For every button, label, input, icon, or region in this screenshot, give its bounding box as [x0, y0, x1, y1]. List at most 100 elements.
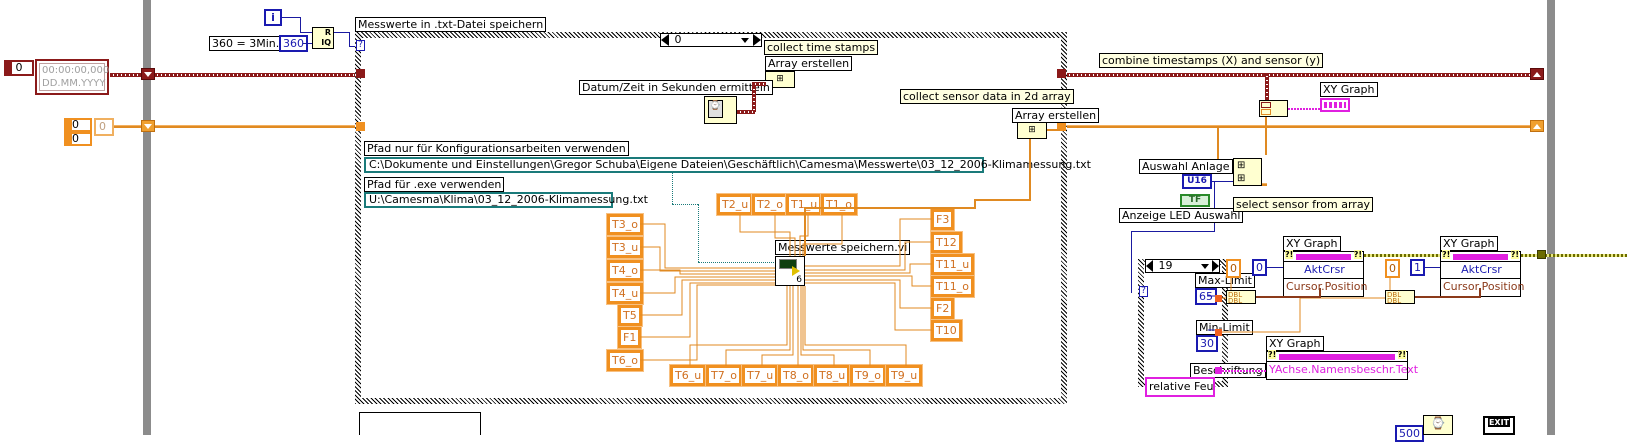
sensor-array-value[interactable]: 0 — [94, 118, 114, 136]
iteration-wire — [300, 17, 301, 32]
sensor-terminal-T3_o[interactable]: T3_o — [606, 213, 644, 236]
min-limit-constant[interactable]: 30 — [1196, 335, 1218, 352]
cursor-index-wire-2 — [1425, 267, 1442, 268]
sensor-terminal-T10[interactable]: T10 — [930, 319, 963, 342]
while-loop-left-border — [143, 0, 151, 435]
empty-label-box — [359, 412, 481, 435]
led-label: Anzeige LED Auswahl — [1119, 208, 1244, 223]
sensor-terminal-T9_o[interactable]: T9_o — [849, 364, 887, 387]
wait-constant[interactable]: 500 — [1395, 425, 1424, 442]
sensor-array-index-2[interactable]: 0 — [64, 132, 92, 146]
shift-register-left-sensor — [141, 120, 155, 132]
sensor-terminal-T8_o[interactable]: T8_o — [777, 364, 815, 387]
increment-arrow-icon[interactable] — [1212, 260, 1219, 272]
xy-graph-property-node-1[interactable]: ?!?! AktCrsr Cursor.Position — [1283, 250, 1368, 297]
sensor-terminal-T7_o[interactable]: T7_o — [705, 364, 743, 387]
sensor-terminal-F2[interactable]: F2 — [929, 297, 956, 320]
timestamp-time-display: 00:00:00,000 — [42, 65, 110, 76]
led-indicator[interactable]: TF — [1180, 194, 1210, 207]
decrement-arrow-icon[interactable] — [661, 34, 669, 46]
inner-case-selector-terminal[interactable]: ? — [1139, 286, 1148, 297]
decrement-arrow-icon[interactable] — [1146, 260, 1153, 272]
xy-graph-property-node-3[interactable]: ?!?! YAchse.Namensbeschr.Text — [1266, 350, 1419, 380]
property-cursor-position[interactable]: Cursor.Position — [1286, 280, 1368, 293]
dropdown-icon[interactable] — [1201, 264, 1209, 269]
xy-graph-property-label-3: XY Graph — [1266, 336, 1324, 351]
sensor-terminal-T4_o[interactable]: T4_o — [606, 259, 644, 282]
sensor-terminal-T8_u[interactable]: T8_u — [812, 364, 852, 387]
min-limit-label: Min-Limit — [1196, 320, 1253, 335]
subvi-messwerte-speichern[interactable]: 6 — [775, 256, 805, 286]
shift-register-right-sensor — [1530, 120, 1544, 132]
auswahl-anlage-control[interactable]: U16 — [1182, 174, 1212, 189]
cursor-index-constant-2[interactable]: 1 — [1410, 259, 1425, 276]
sensor-terminal-T6_u[interactable]: T6_u — [668, 364, 708, 387]
property-aktcrsr[interactable]: AktCrsr — [1284, 262, 1363, 279]
graph-icon — [1324, 102, 1346, 108]
property-aktcrsr[interactable]: AktCrsr — [1441, 262, 1520, 279]
subvi-label: Messwerte speichern.vi — [775, 240, 911, 255]
xy-graph-property-label-1: XY Graph — [1283, 236, 1341, 251]
iteration-wire — [282, 17, 300, 18]
case-selector[interactable]: 0 — [660, 33, 762, 47]
stop-button-terminal[interactable]: EXIT — [1483, 416, 1515, 435]
caption-wire — [1222, 370, 1266, 372]
sensor-terminal-T2_o[interactable]: T2_o — [751, 193, 789, 216]
timestamp-array-indicator[interactable]: 00:00:00,000 DD.MM.YYYY — [35, 59, 109, 95]
sensor-terminal-T11_o[interactable]: T11_o — [930, 275, 975, 298]
shift-register-right-time — [1530, 68, 1544, 80]
sensor-terminal-T11_u[interactable]: T11_u — [929, 253, 976, 276]
path-config-constant[interactable]: C:\Dokumente und Einstellungen\Gregor Sc… — [364, 157, 1091, 173]
while-loop-right-border — [1547, 0, 1555, 435]
bundle-constant-2[interactable]: 0 — [1385, 259, 1400, 278]
clock-icon: ⌚ — [1430, 416, 1446, 430]
path-wire — [672, 172, 673, 204]
sensor-terminal-T2_u[interactable]: T2_u — [715, 193, 755, 216]
case-structure-title: Messwerte in .txt-Datei speichern — [355, 17, 547, 32]
case-selector-terminal[interactable]: ? — [356, 40, 365, 51]
increment-arrows-icon[interactable] — [6, 62, 12, 74]
path-exe-constant[interactable]: U:\Camesma\Klima\03_12_2006-Klimamessung… — [364, 192, 648, 208]
tunnel-max — [1215, 295, 1222, 302]
property-cursor-position[interactable]: Cursor.Position — [1443, 280, 1525, 293]
tunnel-time-in — [356, 69, 365, 78]
xy-data-wire — [1288, 108, 1320, 110]
sensor-array-index-1[interactable]: 0 — [64, 118, 92, 132]
build-array-label-2: Array erstellen — [1012, 108, 1100, 123]
property-yaxis-name[interactable]: YAchse.Namensbeschr.Text — [1269, 363, 1419, 376]
cursor-index-wire-1 — [1267, 267, 1284, 268]
note-combine-timestamps: combine timestamps (X) and sensor (y) — [1099, 53, 1324, 68]
sensor-terminal-T9_u[interactable]: T9_u — [884, 364, 924, 387]
path-wire — [698, 262, 776, 263]
datetime-node: ⌚ — [704, 96, 737, 124]
path-config-label: Pfad nur für Konfigurationsarbeiten verw… — [364, 141, 629, 156]
tunnel-caption — [1215, 367, 1222, 374]
cursor-index-constant-1[interactable]: 0 — [1252, 259, 1267, 276]
max-limit-constant[interactable]: 65 — [1195, 288, 1217, 305]
constant-wire — [303, 43, 312, 44]
datetime-label: Datum/Zeit in Sekunden ermitteln — [579, 80, 773, 95]
bundle-constant-1[interactable]: 0 — [1226, 259, 1241, 278]
sensor-branch-wire — [1217, 127, 1219, 159]
bundle-xy-node — [1259, 100, 1288, 117]
sensor-terminal-T4_u[interactable]: T4_u — [605, 282, 645, 305]
arrow-icon — [792, 266, 800, 276]
inner-case-selector[interactable]: 19 — [1145, 259, 1220, 273]
xy-graph-terminal[interactable] — [1320, 98, 1350, 112]
datetime-wire — [752, 82, 766, 86]
sensor-terminal-T7_u[interactable]: T7_u — [740, 364, 780, 387]
dropdown-icon[interactable] — [741, 38, 749, 43]
inner-case-selector-value: 19 — [1158, 259, 1173, 272]
timestamp-index-control[interactable]: 0 — [4, 60, 34, 76]
sensor-terminal-F1[interactable]: F1 — [616, 326, 643, 349]
sensor-terminal-F3[interactable]: F3 — [929, 208, 956, 231]
auswahl-anlage-label: Auswahl Anlage — [1139, 159, 1233, 174]
increment-arrow-icon[interactable] — [753, 34, 761, 46]
sensor-terminal-T12[interactable]: T12 — [930, 231, 963, 254]
caption-constant[interactable]: relative Feuchte [%] — [1145, 377, 1215, 397]
datetime-wire — [737, 110, 755, 114]
build-array-label-1: Array erstellen — [765, 56, 853, 71]
path-wire — [672, 204, 698, 205]
interval-constant[interactable]: 360 — [279, 35, 308, 52]
